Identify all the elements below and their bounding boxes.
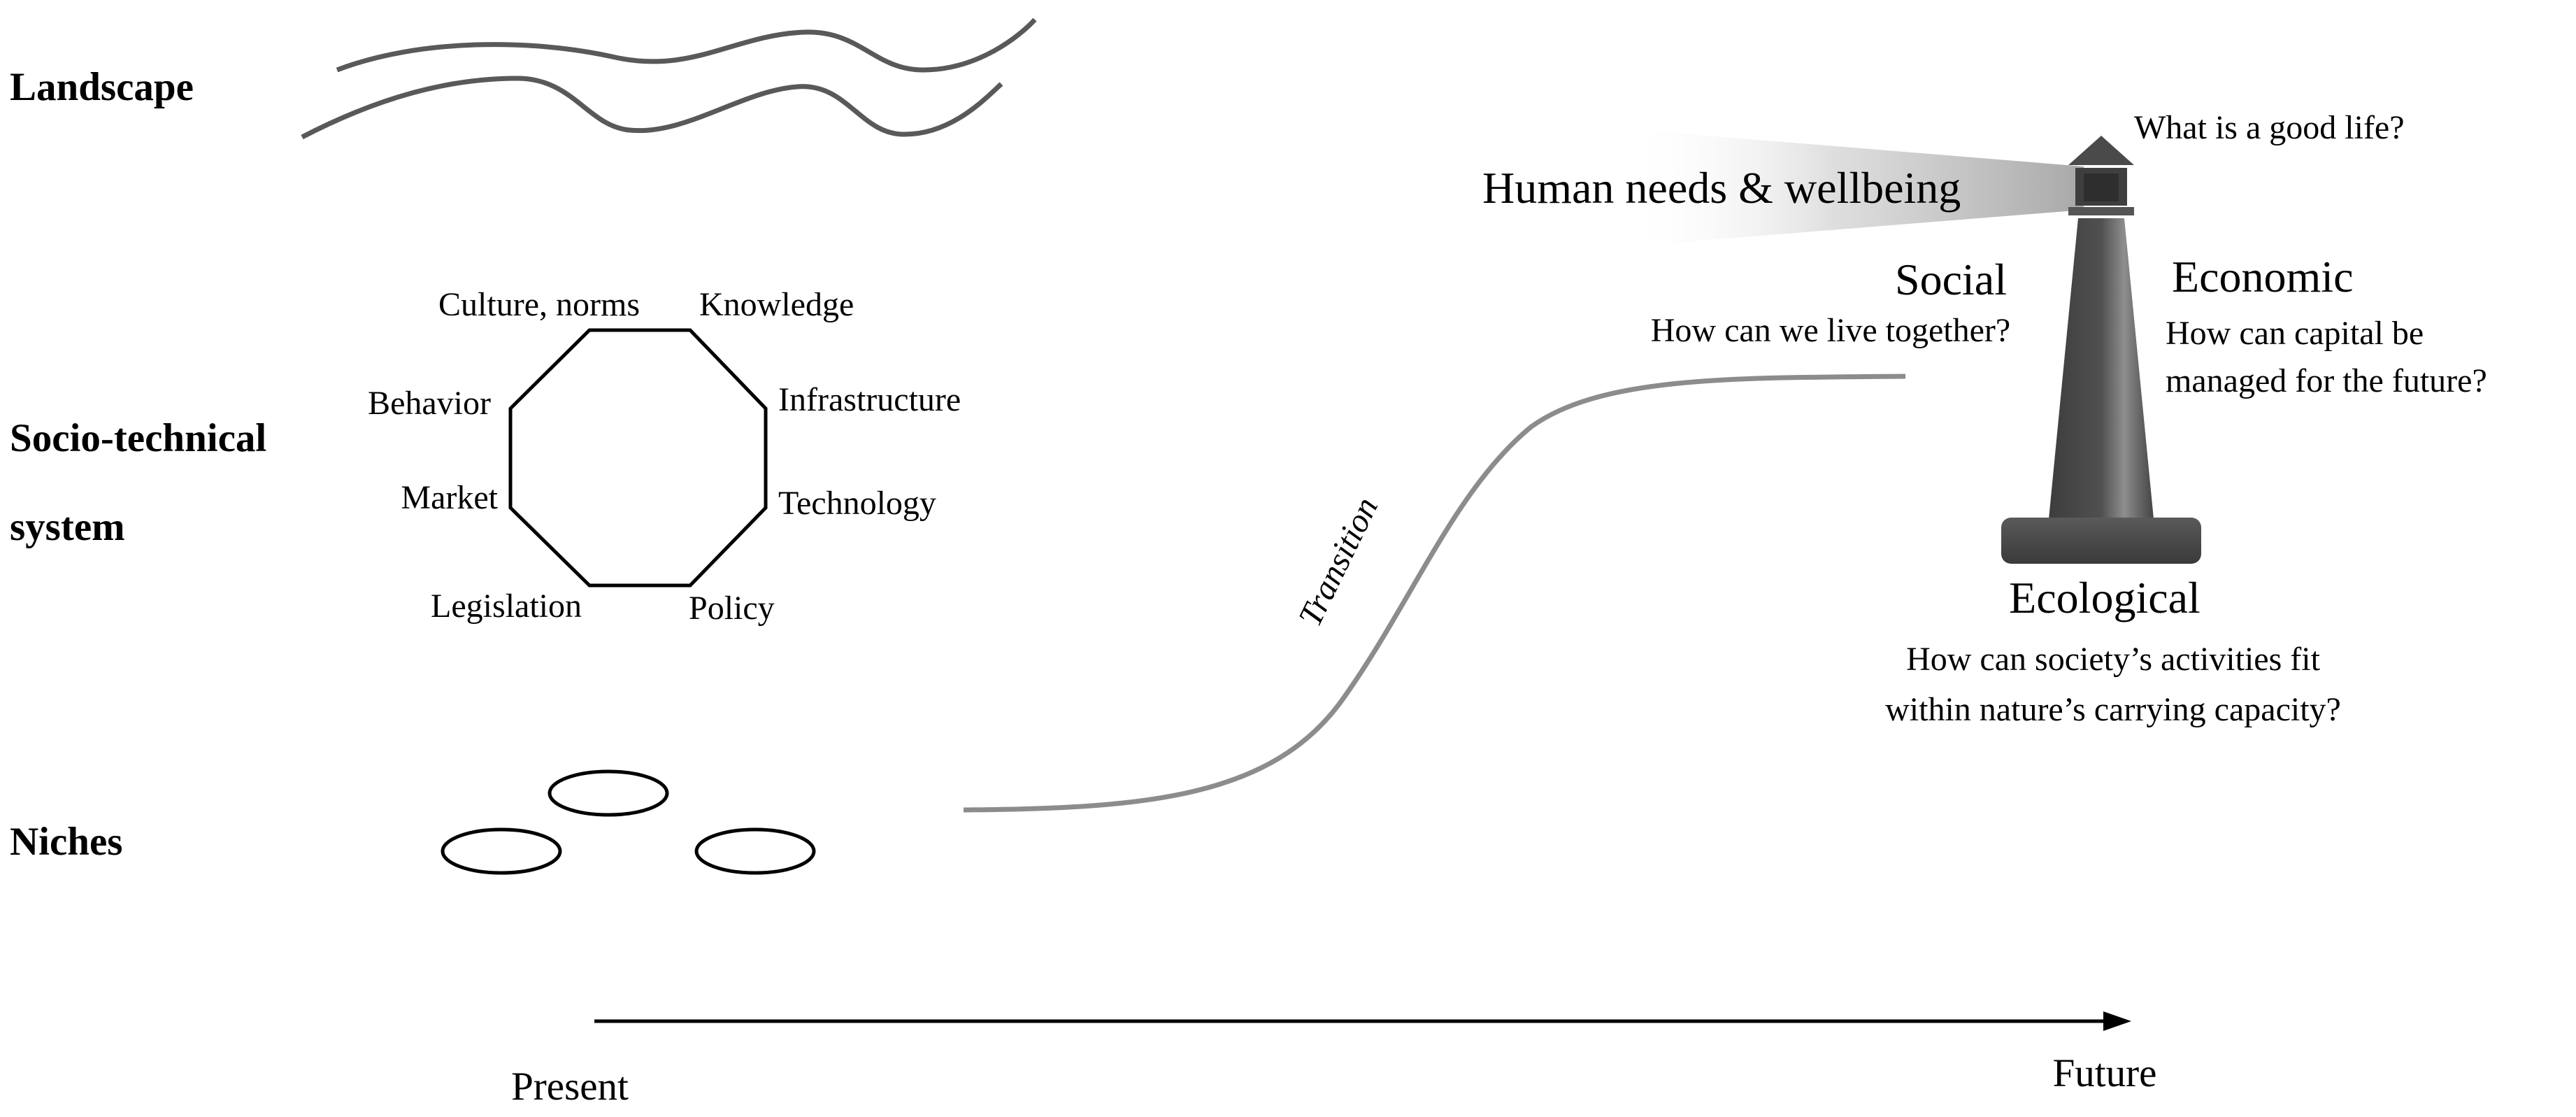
economic-title: Economic — [2172, 252, 2353, 301]
lighthouse-tower-body — [2049, 218, 2154, 519]
regime-octagon — [508, 328, 768, 588]
niche-ellipse-2 — [441, 827, 562, 875]
ecological-question-line2: within nature’s carrying capacity? — [1885, 691, 2341, 728]
timeline-present-label: Present — [511, 1065, 629, 1109]
niches-label: Niches — [10, 820, 122, 864]
ecological-question-line1: How can society’s activities fit — [1906, 641, 2321, 678]
economic-question-line1: How can capital be — [2166, 315, 2424, 352]
good-life-question: What is a good life? — [2134, 109, 2405, 146]
regime-element-behavior: Behavior — [368, 385, 491, 422]
lighthouse-gallery — [2068, 207, 2134, 215]
lighthouse-roof — [2068, 136, 2134, 165]
timeline-arrow-head — [2103, 1011, 2131, 1031]
regime-element-knowledge: Knowledge — [699, 286, 854, 323]
transition-label: Transition — [1291, 492, 1385, 632]
regime-element-infrastructure: Infrastructure — [778, 381, 961, 418]
regime-element-technology: Technology — [778, 485, 936, 522]
regime-element-culture: Culture, norms — [438, 286, 640, 323]
regime-label-line1: Socio-technical — [10, 416, 266, 460]
lighthouse-lantern-window — [2084, 173, 2119, 201]
economic-question-line2: managed for the future? — [2166, 362, 2487, 399]
lighthouse — [2001, 136, 2201, 564]
landscape-wave-2 — [301, 76, 1003, 140]
lighthouse-beam — [1629, 129, 2084, 246]
social-question: How can we live together? — [1651, 312, 2010, 349]
regime-element-market: Market — [401, 479, 498, 516]
lighthouse-base — [2001, 518, 2201, 564]
ecological-title: Ecological — [2009, 573, 2201, 622]
transition-curve — [963, 373, 1906, 813]
timeline-future-label: Future — [2053, 1051, 2157, 1095]
landscape-wave-1 — [336, 17, 1037, 73]
landscape-label: Landscape — [10, 65, 194, 109]
regime-element-policy: Policy — [689, 590, 775, 627]
niche-ellipse-1 — [548, 769, 669, 817]
regime-element-legislation: Legislation — [431, 588, 582, 625]
beam-label: Human needs & wellbeing — [1482, 163, 1961, 213]
niche-ellipse-3 — [694, 827, 816, 875]
regime-label-line2: system — [10, 505, 125, 549]
social-title: Social — [1895, 255, 2007, 304]
